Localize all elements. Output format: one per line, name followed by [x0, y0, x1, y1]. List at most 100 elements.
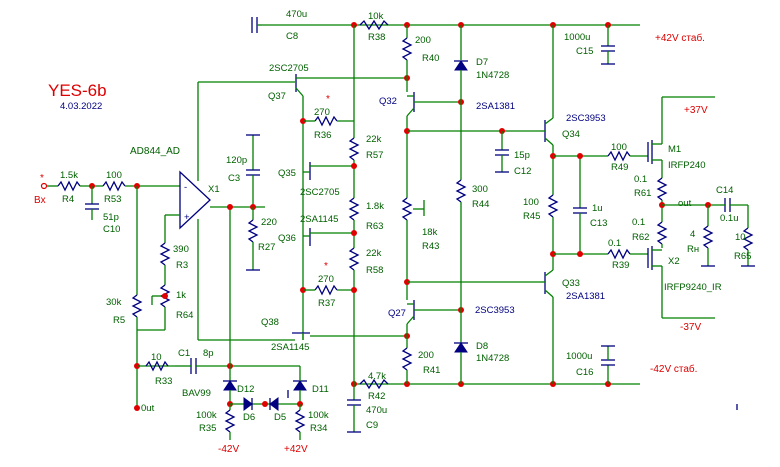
- c8-value: 470u: [286, 9, 307, 20]
- r65-value: 10: [735, 232, 746, 243]
- compensation-c3-r27: 120p C3 220 R27: [226, 134, 277, 271]
- c1-ref: C1: [178, 348, 190, 359]
- r62-ref: R62: [632, 232, 649, 243]
- r61-value: 0.1: [634, 174, 647, 185]
- m1-ref: M1: [668, 144, 681, 155]
- q33-ref: Q33: [562, 278, 580, 289]
- q37-model: 2SC2705: [269, 63, 309, 74]
- r42-value: 18k: [422, 227, 438, 238]
- r37-value: 270: [318, 274, 334, 285]
- r64-value: 1k: [176, 290, 186, 301]
- q36-ref: Q36: [278, 233, 296, 244]
- r4-ref: R4: [62, 194, 74, 205]
- zener-column: D7 1N4728 300 R44 D8 1N4728: [454, 25, 509, 384]
- d7-ref: D7: [476, 57, 488, 68]
- r40-ref: R40: [422, 53, 439, 64]
- rail-bias-pos: +42V: [284, 444, 308, 455]
- r63-ref: R63: [366, 221, 383, 232]
- c15-value: 1000u: [564, 32, 590, 43]
- r36-value: 270: [314, 107, 330, 118]
- r45-ref: R49: [611, 162, 628, 173]
- input-label: Bx: [34, 195, 46, 206]
- r41-value: 200: [418, 350, 434, 361]
- r64-ref: R64: [176, 310, 193, 321]
- r58-ref: R58: [366, 265, 383, 276]
- d6-ref: D6: [243, 412, 255, 423]
- c3-value: 120p: [226, 155, 247, 166]
- r40-value: 200: [415, 35, 431, 46]
- q32-ref: Q32: [379, 96, 397, 107]
- c13-value: 1u: [592, 203, 603, 214]
- d8-ref: D8: [476, 341, 488, 352]
- d7-model: 1N4728: [476, 70, 509, 81]
- c13-ref: C13: [590, 218, 607, 229]
- input-section: * Bx 1.5k R4 100 R53 51p C10: [34, 170, 180, 235]
- r42-ref: R43: [422, 241, 439, 252]
- r36-star: *: [326, 94, 330, 105]
- c9-value: 470u: [366, 405, 387, 416]
- q38-ref: Q38: [261, 317, 279, 328]
- r34-value: 100k: [308, 410, 329, 421]
- q36-model: 2SA1145: [300, 214, 338, 225]
- r27-value: 220: [261, 217, 277, 228]
- supply-caps: 1000u C15 1000u C16: [564, 25, 615, 384]
- c12-ref: C12: [514, 166, 531, 177]
- r63-value: 1.8k: [366, 201, 384, 212]
- rail-out-neg: -37V: [680, 322, 701, 333]
- q34-model: 2SC3953: [566, 113, 606, 124]
- r35-ref: R35: [199, 423, 216, 434]
- q34-ref: Q34: [562, 129, 580, 140]
- opamp-ref: X1: [208, 184, 220, 195]
- svg-text:-: -: [184, 182, 187, 193]
- c16-ref: C16: [576, 367, 593, 378]
- q35-ref: Q35: [278, 168, 296, 179]
- q37-ref: Q37: [268, 91, 286, 102]
- rn-value: 4: [690, 229, 695, 240]
- r38-value: 10k: [368, 11, 384, 22]
- r61-ref: R61: [634, 188, 651, 199]
- c1-value: 8p: [203, 348, 214, 359]
- c14-ref: C14: [716, 185, 733, 196]
- q27-ref: Q27: [388, 308, 406, 319]
- x2-model: IRFP9240_IR: [664, 282, 722, 293]
- rail-out-pos: +37V: [684, 105, 708, 116]
- r33-ref: R33: [155, 376, 172, 387]
- r49-ref: R39: [612, 260, 629, 271]
- r62-value: 0.1: [632, 217, 645, 228]
- rail-bot-neg: -42V стаб.: [650, 363, 697, 375]
- rail-bias-neg: -42V: [218, 444, 239, 455]
- c10-ref: C10: [103, 224, 120, 235]
- schematic-title: YES-6b: [48, 81, 107, 100]
- c3-ref: C3: [228, 173, 240, 184]
- r43-value: 300: [472, 184, 488, 195]
- r43-ref: R44: [472, 199, 489, 210]
- c16-value: 1000u: [566, 351, 592, 362]
- rail-top-pos: +42V стаб.: [655, 32, 705, 44]
- r53-value: 100: [106, 170, 122, 181]
- c14-value: 0.1u: [720, 213, 739, 224]
- capacitor-c12: 15p C12: [495, 131, 531, 177]
- rn-ref: Rн: [687, 244, 699, 255]
- q27-model: 2SC3953: [475, 305, 515, 316]
- bias-chain: 22k R57 1.8k R63 22k R58 470u C9: [347, 25, 387, 433]
- r44-ref: R45: [523, 211, 540, 222]
- output-stage: 100 R49 +37V M1 IRFP240 0.1 R61 out 0.1 …: [607, 96, 755, 410]
- svg-text:+: +: [184, 212, 190, 223]
- q32-model: 2SA1381: [476, 101, 515, 112]
- q38-model: 2SA1145: [271, 342, 309, 353]
- offset-network: 390 R3 1k R64: [137, 242, 193, 331]
- opamp-x1: - + AD844_AD X1: [130, 81, 295, 383]
- input-star: *: [40, 173, 44, 184]
- x2-ref: X2: [668, 256, 680, 267]
- r41-ref: R41: [423, 365, 440, 376]
- bottom-rail: 4.7k R42 -42V стаб.: [351, 363, 697, 402]
- r38-ref: R38: [368, 32, 385, 43]
- r35-value: 100k: [196, 410, 217, 421]
- r65-ref: R65: [734, 251, 751, 262]
- r58-value: 22k: [366, 248, 382, 259]
- r57-ref: R57: [366, 150, 383, 161]
- r34-ref: R34: [310, 423, 327, 434]
- d5-ref: D5: [274, 412, 286, 423]
- r39-value: 4.7k: [368, 371, 386, 382]
- r27-ref: R27: [258, 242, 275, 253]
